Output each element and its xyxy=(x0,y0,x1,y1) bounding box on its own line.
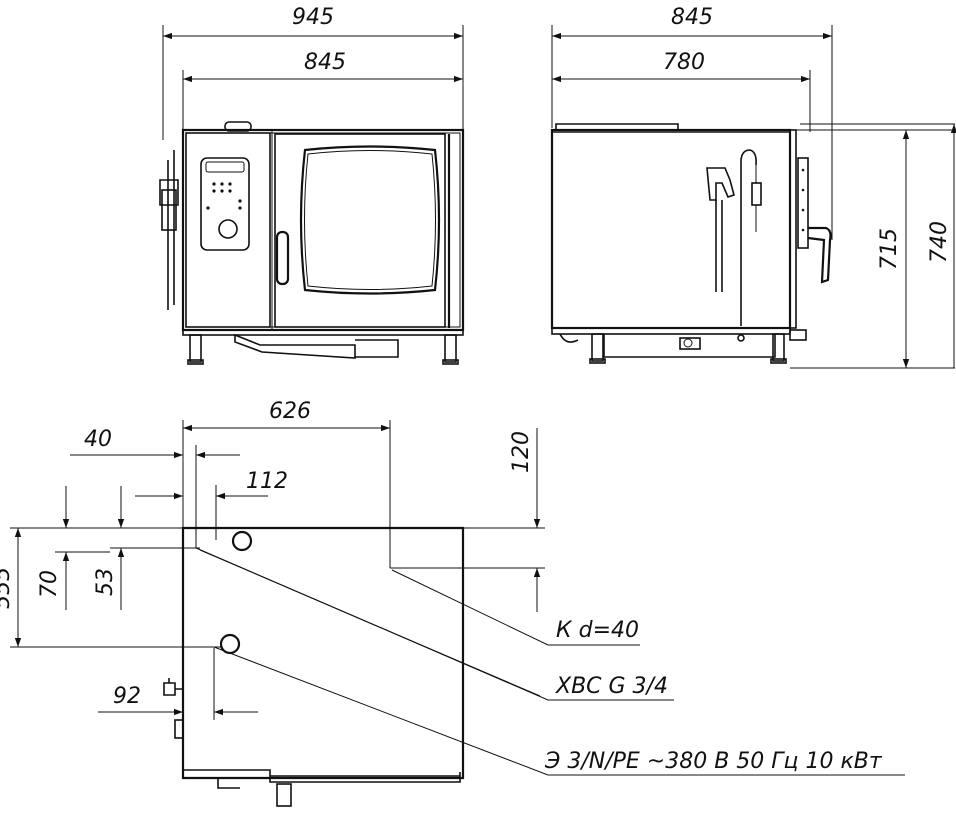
dim-40-label: 40 xyxy=(84,427,112,452)
leader-drain xyxy=(391,569,640,646)
hand-shower xyxy=(159,150,179,310)
control-buttons xyxy=(206,182,242,210)
leg-side-right xyxy=(772,333,785,362)
door-handle-side xyxy=(807,226,832,284)
drain-connection xyxy=(231,530,253,552)
dim-626: 626 xyxy=(183,399,390,432)
door-window xyxy=(299,145,441,295)
dim-845-side-label: 845 xyxy=(671,5,713,30)
dim-845-side: 845 xyxy=(552,5,832,40)
dim-740-label: 740 xyxy=(927,221,952,263)
dim-780: 780 xyxy=(552,50,810,83)
dim-120-label: 120 xyxy=(509,431,534,473)
oven-body-side xyxy=(550,128,792,330)
dim-845-front: 845 xyxy=(183,50,463,83)
dim-555: 555 xyxy=(0,528,22,647)
door-handle xyxy=(275,230,290,286)
dim-715: 715 xyxy=(877,130,910,368)
dim-53: 53 xyxy=(93,486,125,610)
plan-view: 626 40 112 120 70 53 xyxy=(0,399,905,807)
shower-head-side xyxy=(706,167,735,201)
dim-92: 92 xyxy=(98,684,258,716)
leader-power xyxy=(213,646,905,776)
dim-626-label: 626 xyxy=(269,399,311,424)
label-power: Э 3/N/PE ~380 В 50 Гц 10 кВт xyxy=(544,749,883,774)
dim-112: 112 xyxy=(135,469,288,500)
dim-70-label: 70 xyxy=(37,570,62,598)
water-valve xyxy=(163,678,183,696)
dim-112-label: 112 xyxy=(246,469,288,494)
oven-body-plan xyxy=(181,526,465,780)
control-panel xyxy=(185,132,271,328)
dim-715-label: 715 xyxy=(877,228,902,270)
dim-555-label: 555 xyxy=(0,567,15,609)
oven-door xyxy=(274,133,446,328)
front-view: 945 845 xyxy=(159,5,465,365)
leg-side-left xyxy=(591,333,604,362)
drain-pipe-front xyxy=(234,333,399,359)
dim-120: 120 xyxy=(509,428,541,612)
label-water: ХВС G 3/4 xyxy=(555,674,668,699)
dim-845-front-label: 845 xyxy=(304,50,346,75)
label-drain: К d=40 xyxy=(556,618,639,643)
oven-body-front xyxy=(181,128,465,332)
dim-740: 740 xyxy=(927,124,956,368)
side-view: 845 780 xyxy=(550,5,956,369)
dim-70: 70 xyxy=(37,486,70,610)
control-display xyxy=(200,157,250,251)
dim-780-label: 780 xyxy=(663,50,705,75)
dim-945-label: 945 xyxy=(292,5,334,30)
dim-40: 40 xyxy=(70,427,240,459)
control-knob xyxy=(218,219,238,239)
leg-right xyxy=(444,334,457,363)
leg-left xyxy=(189,334,202,363)
dim-945: 945 xyxy=(163,5,463,40)
dim-92-label: 92 xyxy=(113,684,141,709)
dim-53-label: 53 xyxy=(93,568,118,596)
